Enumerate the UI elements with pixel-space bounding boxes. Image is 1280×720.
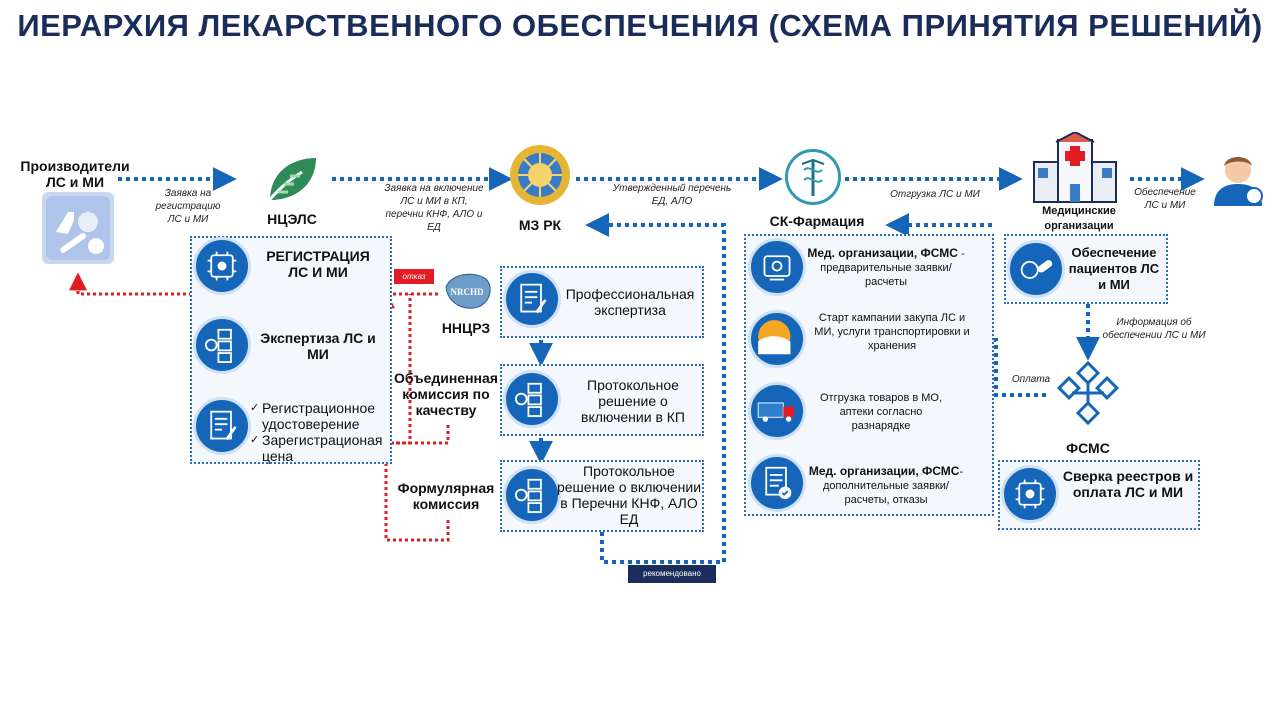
patient-icon	[1208, 148, 1268, 206]
skf-step1-bold: Мед. организации, ФСМС	[807, 246, 958, 260]
arrow-recommended-loop	[585, 213, 726, 564]
note-payment: Оплата	[1011, 374, 1051, 385]
medorg-label: Медицинские организации	[1042, 205, 1116, 232]
page-title: ИЕРАРХИЯ ЛЕКАРСТВЕННОГО ОБЕСПЕЧЕНИЯ (СХЕ…	[17, 8, 1263, 43]
skf-step-campaign: Старт кампании закупа ЛС и МИ, услуги тр…	[814, 312, 970, 352]
note-kp-request: Заявка на включение ЛС и МИ в КП, перечн…	[384, 183, 484, 233]
note-reg-request: Заявка на регистрацию ЛС и МИ	[155, 188, 221, 225]
result-price: Зарегистрационая цена	[250, 432, 390, 464]
fsms-logo-icon	[1052, 357, 1124, 429]
lab-flask-icon	[42, 192, 114, 264]
checklist-icon	[748, 454, 806, 512]
skf-step1-rest: - предварительные заявки/расчеты	[820, 248, 965, 288]
pills-icon	[1007, 240, 1065, 298]
campaign-icon	[748, 310, 806, 368]
refusal-tag-label: отказ	[402, 272, 426, 281]
protocol-lists-icon	[503, 466, 561, 524]
oks-label: Объединенная комиссия по качеству	[394, 370, 498, 418]
note-approved-list: Утвержденный перечень ЕД, АЛО	[612, 183, 732, 207]
note-info-provision: Информация об обеспечении ЛС и МИ	[1102, 317, 1206, 341]
skf-step-requests: Мед. организации, ФСМС - предварительные…	[806, 246, 966, 289]
expert-doc-icon	[503, 270, 561, 328]
reconcile-box-label: Сверка реестров и оплата ЛС и МИ	[1062, 468, 1194, 500]
refusal-tag: отказ	[394, 269, 434, 284]
mz-label: МЗ РК	[518, 217, 562, 233]
registration-icon	[193, 237, 251, 295]
mz-step-expertise: Профессиональная экспертиза	[565, 286, 695, 318]
result-certificate: Регистрационное удостоверение	[250, 400, 390, 432]
skf-label: СК-Фармация	[769, 213, 865, 229]
provision-box-label: Обеспечение пациентов ЛС и МИ	[1068, 245, 1160, 292]
fsms-label: ФСМС	[1066, 440, 1110, 456]
ncels-step-registration: РЕГИСТРАЦИЯ ЛС И МИ	[266, 248, 370, 280]
ncels-step-expertise: Экспертиза ЛС и МИ	[260, 330, 376, 362]
recommended-tag-label: рекомендовано	[643, 569, 701, 578]
requests-icon	[748, 238, 806, 296]
protocol-kp-icon	[503, 370, 561, 428]
ncels-label: НЦЭЛС	[267, 211, 317, 227]
certificate-icon	[193, 397, 251, 455]
note-provision: Обеспечение ЛС и МИ	[1134, 187, 1196, 211]
nnczr-label: ННЦРЗ	[441, 320, 491, 336]
skf-step4-rest: - дополнительные заявки/расчеты, отказы	[823, 466, 964, 506]
note-shipment: Отгрузка ЛС и МИ	[890, 189, 980, 200]
ncels-step-results: Регистрационное удостоверение Зарегистра…	[250, 400, 390, 464]
skf-step-additional: Мед. организации, ФСМС- дополнительные з…	[806, 464, 966, 507]
skf-step-shipment: Отгрузка товаров в МО, аптеки согласно р…	[819, 392, 943, 432]
producers-label: Производители ЛС и МИ	[20, 158, 130, 190]
formular-label: Формулярная комиссия	[397, 480, 495, 512]
arrow-payment	[963, 328, 1046, 397]
nnczr-logo-icon: NRCHD	[438, 265, 496, 317]
skf-logo-icon	[785, 149, 841, 205]
recommended-tag: рекомендовано	[628, 565, 716, 583]
registry-icon	[1001, 465, 1059, 523]
skf-step4-bold: Мед. организации, ФСМС	[808, 464, 960, 478]
ncels-logo-icon	[262, 152, 322, 208]
emblem-icon	[508, 143, 572, 207]
expertise-icon	[193, 316, 251, 374]
mz-step-protocol-kp: Протокольное решение о включении в КП	[581, 377, 685, 425]
nnczr-logo-text: NRCHD	[451, 287, 484, 297]
mz-step-protocol-lists: Протокольное решение о включении в Переч…	[556, 463, 702, 527]
arrow-oks-refusal	[386, 294, 450, 445]
hospital-icon	[1026, 130, 1124, 204]
truck-icon	[748, 382, 806, 440]
